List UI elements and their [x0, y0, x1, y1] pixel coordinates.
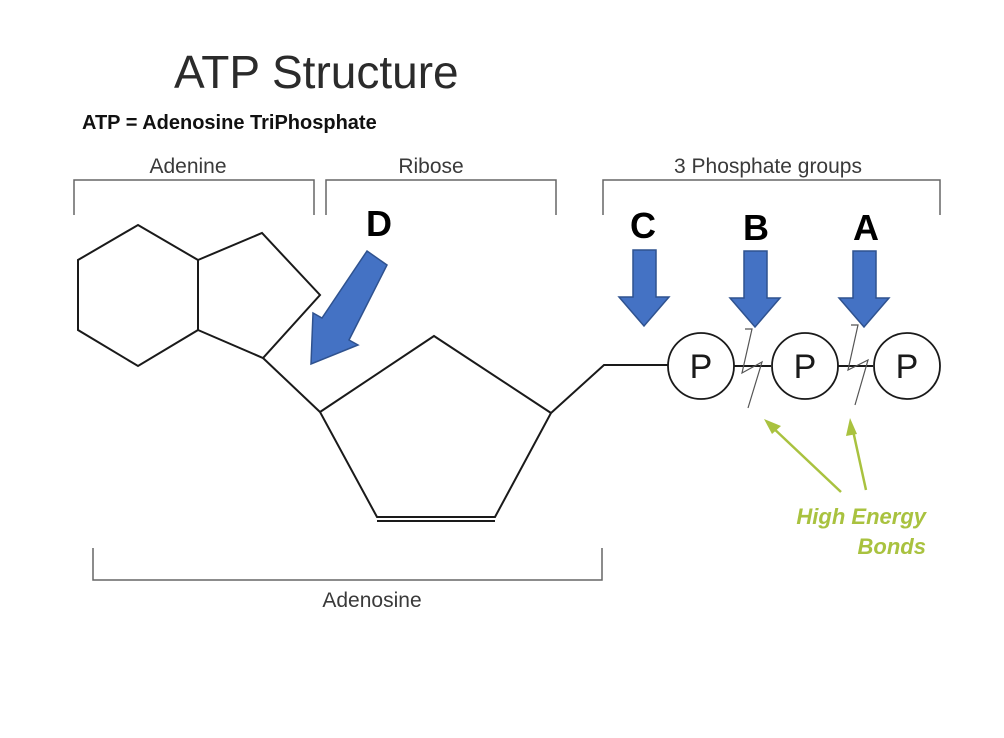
phosphate-circle-1	[667, 332, 735, 400]
adenine-six-ring	[77, 223, 199, 368]
marker-label-c: C	[630, 205, 656, 246]
arrow-c	[617, 249, 671, 328]
high-energy-pointer-head-1	[764, 419, 781, 434]
phosphate-circle-3	[873, 332, 941, 400]
diagram-subtitle: ATP = Adenosine TriPhosphate	[82, 112, 377, 134]
arrow-d	[310, 249, 388, 366]
arrow-b	[728, 250, 782, 329]
high-energy-pointer-1	[769, 424, 842, 493]
arrow-a	[837, 250, 891, 329]
high-energy-bond-squiggle-2	[847, 324, 869, 406]
adenine-label: Adenine	[149, 155, 226, 178]
marker-label-d: D	[366, 203, 392, 244]
glycosidic-bond	[262, 357, 321, 413]
marker-label-a: A	[853, 207, 879, 248]
high-energy-bond-squiggle-1	[741, 328, 764, 409]
adenosine-bracket	[92, 548, 603, 581]
high-energy-pointer-head-2	[846, 418, 857, 436]
adenine-five-ring	[197, 231, 322, 360]
phosphate-circle-2	[771, 332, 839, 400]
high-energy-pointer-2	[850, 425, 868, 491]
ribose-bracket	[325, 179, 557, 215]
phosphate-groups-bracket	[602, 179, 941, 215]
marker-label-b: B	[743, 207, 769, 248]
ribose-ring	[318, 334, 553, 518]
diagram-title: ATP Structure	[174, 46, 459, 98]
adenosine-label: Adenosine	[322, 589, 421, 612]
ribose-label: Ribose	[398, 155, 463, 178]
high-energy-label-line1: High Energy	[796, 504, 927, 529]
phosphate-label-1: P	[690, 348, 713, 386]
phosphate-groups-label: 3 Phosphate groups	[674, 155, 862, 178]
ribose-phosphate-bond	[550, 364, 668, 414]
phosphate-label-2: P	[794, 348, 817, 386]
phosphate-label-3: P	[896, 348, 919, 386]
adenine-bracket	[73, 179, 315, 215]
high-energy-label-line2: Bonds	[858, 534, 926, 559]
